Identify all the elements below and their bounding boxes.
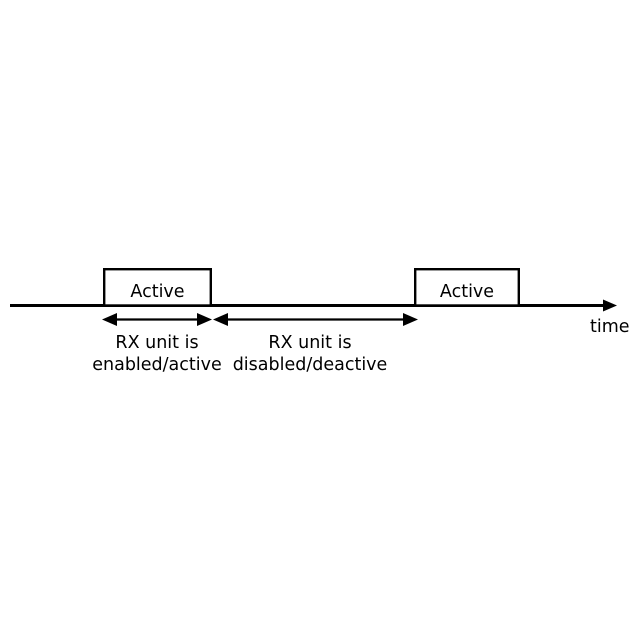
interval-disabled-caption-line1: RX unit is: [268, 333, 351, 353]
interval-disabled-caption-line2: disabled/deactive: [233, 355, 388, 375]
interval-disabled-arrow-left-icon: [213, 313, 228, 326]
interval-enabled-caption-line1: RX unit is: [115, 333, 198, 353]
interval-enabled-caption-line2: enabled/active: [92, 355, 222, 375]
interval-disabled-group: [213, 313, 418, 326]
interval-disabled-arrow-right-icon: [403, 313, 418, 326]
active-pulse-box-1: [102, 268, 212, 307]
interval-enabled-group: [102, 313, 212, 326]
active-pulse-label-2: Active: [440, 282, 494, 302]
active-pulse-box-2: [414, 268, 521, 307]
interval-enabled-caption: RX unit is enabled/active: [92, 333, 222, 375]
interval-enabled-arrow-left-icon: [102, 313, 117, 326]
active-pulse-label-1: Active: [130, 282, 184, 302]
interval-disabled-caption: RX unit is disabled/deactive: [233, 333, 388, 375]
time-axis-label: time: [590, 317, 630, 337]
interval-enabled-arrow-right-icon: [197, 313, 212, 326]
time-axis-group: [10, 299, 617, 312]
pulse-1-group: Active: [102, 268, 212, 307]
time-axis-arrow-icon: [603, 299, 617, 312]
pulse-2-group: Active: [414, 268, 521, 307]
